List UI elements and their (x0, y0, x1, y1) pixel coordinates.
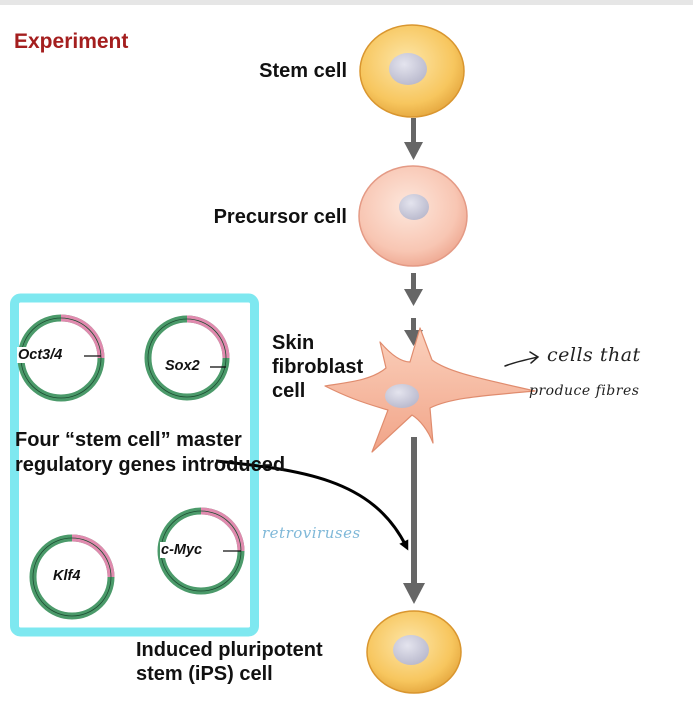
arrow-stem-to-precursor (404, 118, 423, 160)
stem-cell-icon (359, 24, 465, 118)
gene-label-sox2: Sox2 (164, 358, 201, 374)
arrow-fibroblast-to-ips (403, 437, 425, 604)
precursor-cell-label: Precursor cell (213, 206, 347, 228)
ips-cell-icon (366, 610, 462, 694)
gene-label-oct34: Oct3/4 (17, 347, 64, 363)
plasmid-klf4-icon (29, 534, 115, 620)
ips-cell-label: Induced pluripotent stem (iPS) cell (136, 639, 323, 685)
plasmid-sox2-icon (144, 315, 230, 401)
experiment-title: Experiment (14, 30, 129, 53)
handwritten-note-line2: produce fibres (529, 383, 640, 399)
fibroblast-cell-icon (324, 327, 536, 453)
top-border (0, 0, 693, 5)
precursor-cell-icon (358, 165, 468, 267)
introduce-arrow (215, 459, 409, 551)
note-arrow (504, 351, 540, 367)
gene-label-cmyc: c-Myc (160, 542, 204, 558)
genes-caption: Four “stem cell” master regulatory genes… (15, 429, 286, 476)
handwritten-note-line1: cells that (547, 344, 641, 366)
handwritten-retroviruses: retroviruses (262, 524, 361, 542)
fibroblast-cell-label: Skin fibroblast cell (272, 332, 364, 402)
gene-label-klf4: Klf4 (52, 568, 82, 584)
stem-cell-label: Stem cell (259, 60, 347, 82)
